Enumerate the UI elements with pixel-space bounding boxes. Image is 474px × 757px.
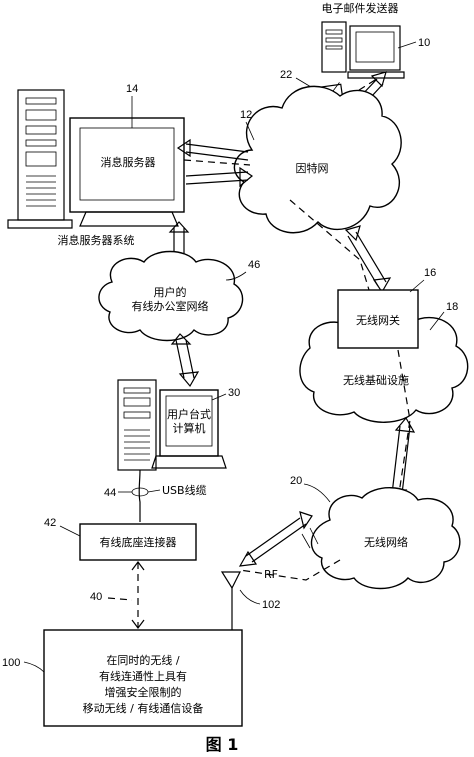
internet-gateway-arrow (344, 225, 392, 294)
email-sender-label: 电子邮件发送器 (322, 1, 399, 15)
wireless-gateway-box (337, 289, 419, 349)
ref-44: 44 (104, 487, 116, 499)
ref-14: 14 (126, 83, 138, 95)
wireless-network-label: 无线网络 (364, 535, 408, 549)
ref-12: 12 (240, 109, 252, 121)
desktop-label-line1: 用户台式 (167, 407, 211, 421)
mobile-device-label-line1: 在同时的无线 / (106, 653, 179, 667)
office-network-label-line1: 用户的 (154, 285, 187, 299)
email-sender-computer-icon (321, 21, 405, 79)
server-internet-arrows (176, 138, 254, 188)
usb-cable-label: USB线缆 (162, 483, 207, 497)
ref-18: 18 (446, 301, 458, 313)
wired-cradle-label: 有线底座连接器 (100, 535, 177, 549)
figure-label: 图 1 (206, 735, 239, 754)
mobile-device-label-line4: 移动无线 / 有线通信设备 (83, 701, 204, 715)
message-server-label: 消息服务器 (101, 155, 156, 169)
ref-16: 16 (424, 267, 436, 279)
mobile-device-label-line3: 增强安全限制的 (105, 685, 182, 699)
office-desktop-arrow (170, 333, 200, 388)
ref-46: 46 (248, 259, 260, 271)
ref-30: 30 (228, 387, 240, 399)
message-server-monitor (69, 117, 185, 227)
desktop-computer-icon (117, 379, 227, 471)
ref-40: 40 (90, 591, 102, 603)
rf-link-arrow (238, 511, 319, 567)
usb-cable (138, 469, 141, 522)
ref-10: 10 (418, 37, 430, 49)
mobile-device-box (43, 629, 243, 727)
wireless-infrastructure-label: 无线基础设施 (343, 373, 409, 387)
antenna-icon (220, 571, 241, 630)
wireless-network-cloud (310, 487, 461, 590)
ref-20: 20 (290, 475, 302, 487)
mobile-device-label-line2: 有线连通性上具有 (99, 669, 187, 683)
ref-22: 22 (280, 69, 292, 81)
rf-label: RF (264, 568, 278, 581)
ref-42: 42 (44, 517, 56, 529)
internet-cloud (233, 85, 402, 234)
ref-102: 102 (262, 599, 280, 611)
ref-100: 100 (2, 657, 20, 669)
desktop-label-line2: 计算机 (173, 421, 206, 435)
office-network-label-line2: 有线办公室网络 (132, 299, 209, 313)
office-network-cloud (98, 250, 244, 342)
wired-cradle-box (79, 523, 197, 561)
wireless-gateway-label: 无线网关 (356, 313, 400, 327)
message-server-system-label: 消息服务器系统 (58, 233, 135, 247)
server-tower-icon (7, 89, 73, 229)
internet-label: 因特网 (296, 161, 329, 175)
